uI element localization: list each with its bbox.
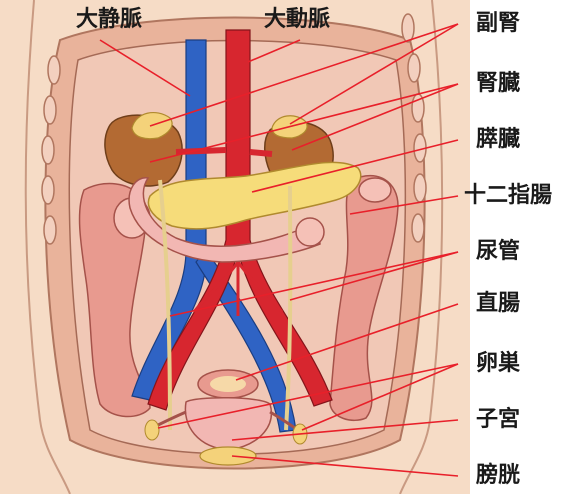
label-rectum: 直腸: [476, 292, 520, 316]
renal-artery-left: [176, 150, 226, 152]
descending-colon-cut: [359, 178, 391, 202]
label-pancreas: 膵臓: [476, 128, 520, 152]
bladder: [200, 447, 256, 465]
label-duodenum: 十二指腸: [464, 184, 552, 208]
label-kidney: 腎臓: [476, 72, 520, 96]
label-ureter: 尿管: [476, 240, 520, 264]
label-ovary: 卵巣: [476, 352, 520, 376]
left-ovary: [145, 420, 159, 440]
label-bladder: 膀胱: [476, 464, 520, 488]
label-adrenal: 副腎: [476, 12, 520, 36]
label-vena-cava: 大静脈: [76, 8, 142, 32]
label-aorta: 大動脈: [264, 8, 330, 32]
duodenum-end: [296, 218, 324, 246]
label-uterus: 子宮: [476, 408, 520, 432]
renal-artery-right: [250, 152, 272, 154]
